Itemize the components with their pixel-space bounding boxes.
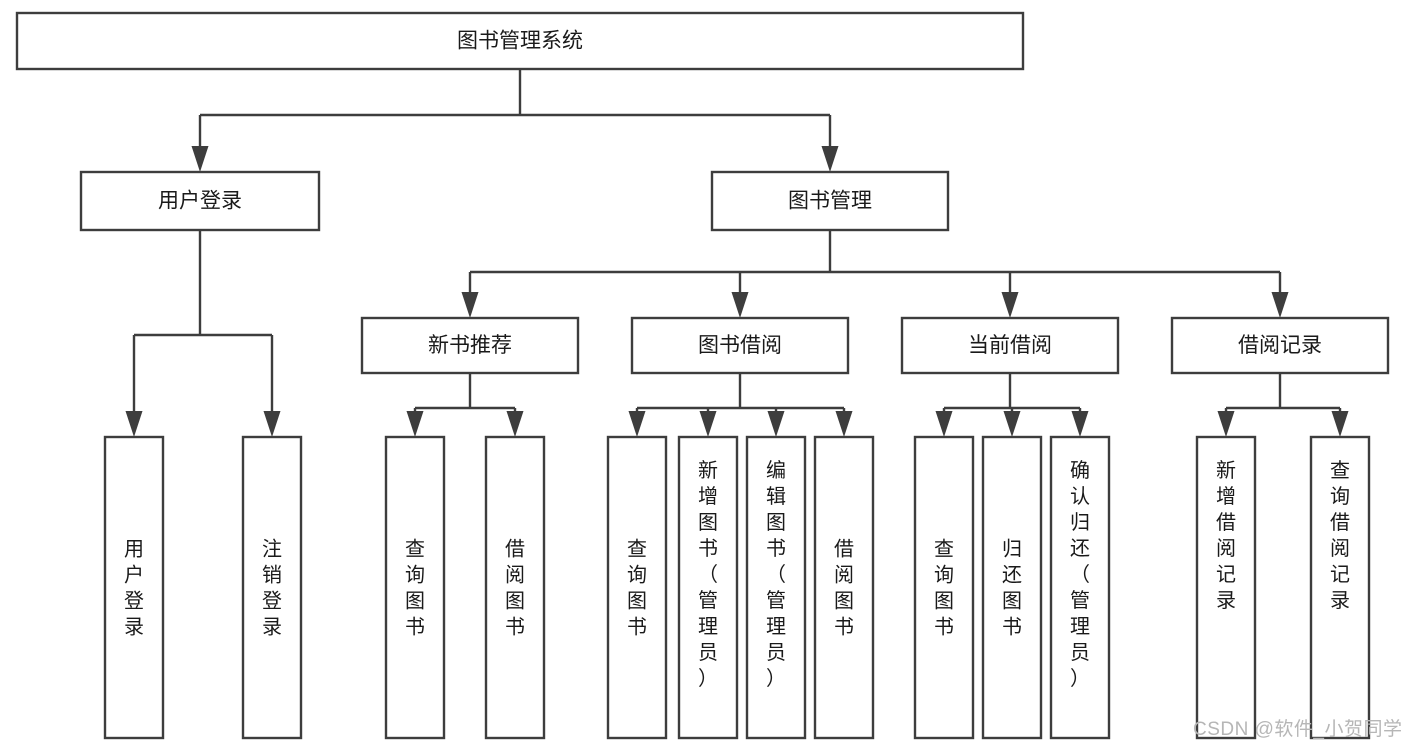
node-box-leaf-query-book-3[interactable]: [913, 435, 975, 740]
node-label-current-borrow: 当前借阅: [968, 334, 1052, 357]
arrow-head: [461, 292, 479, 318]
arrow-head: [1003, 411, 1021, 437]
node-label-leaf-edit-book: 编辑图书（管理员）: [766, 459, 786, 690]
node-leaf-query-book-2[interactable]: 查询图书: [606, 435, 668, 740]
node-user-login[interactable]: 用户登录: [79, 170, 321, 232]
node-box-book-borrow[interactable]: [630, 316, 850, 375]
arrow-head: [406, 411, 424, 437]
connector-bus-book-management: [461, 230, 1289, 318]
node-box-leaf-add-book[interactable]: [677, 435, 739, 740]
connector-bus-user-login: [125, 230, 281, 437]
csdn-watermark: CSDN @软件_小贺同学: [1193, 719, 1403, 740]
connector-bus-root: [191, 69, 839, 172]
node-label-leaf-borrow-book-1: 借阅图书: [505, 538, 525, 639]
node-label-leaf-borrow-book-2: 借阅图书: [834, 538, 854, 639]
node-leaf-confirm-return[interactable]: 确认归还（管理员）: [1049, 435, 1111, 740]
node-box-borrow-record[interactable]: [1170, 316, 1390, 375]
node-label-leaf-add-record: 新增借阅记录: [1216, 459, 1236, 612]
node-box-user-login[interactable]: [79, 170, 321, 232]
node-box-leaf-query-book-2[interactable]: [606, 435, 668, 740]
connector-bus-new-book: [406, 373, 524, 437]
node-label-leaf-confirm-return: 确认归还（管理员）: [1070, 459, 1090, 690]
connector-bus-current-borrow: [935, 373, 1089, 437]
node-box-leaf-logout[interactable]: [241, 435, 303, 740]
node-box-leaf-confirm-return[interactable]: [1049, 435, 1111, 740]
arrow-head: [506, 411, 524, 437]
node-label-new-book-recommend: 新书推荐: [428, 334, 512, 357]
connector-bus-borrow-record: [1217, 373, 1349, 437]
node-current-borrow[interactable]: 当前借阅: [900, 316, 1120, 375]
node-leaf-borrow-book-2[interactable]: 借阅图书: [813, 435, 875, 740]
node-borrow-record[interactable]: 借阅记录: [1170, 316, 1390, 375]
node-box-book-management[interactable]: [710, 170, 950, 232]
arrow-head: [699, 411, 717, 437]
node-box-root[interactable]: [15, 11, 1025, 71]
node-label-leaf-query-book-1: 查询图书: [405, 538, 425, 639]
arrow-head: [1071, 411, 1089, 437]
node-label-leaf-query-book-3: 查询图书: [934, 538, 954, 639]
node-book-management[interactable]: 图书管理: [710, 170, 950, 232]
node-box-leaf-query-record[interactable]: [1309, 435, 1371, 740]
node-label-leaf-user-login: 用户登录: [124, 539, 144, 639]
node-label-leaf-return-book: 归还图书: [1002, 538, 1022, 639]
node-box-current-borrow[interactable]: [900, 316, 1120, 375]
node-box-leaf-user-login[interactable]: [103, 435, 165, 740]
node-leaf-logout[interactable]: 注销登录: [241, 435, 303, 740]
node-label-leaf-add-book: 新增图书（管理员）: [698, 459, 718, 690]
node-leaf-return-book[interactable]: 归还图书: [981, 435, 1043, 740]
node-box-leaf-return-book[interactable]: [981, 435, 1043, 740]
node-box-new-book-recommend[interactable]: [360, 316, 580, 375]
arrow-head: [935, 411, 953, 437]
connector-bus-book-borrow: [628, 373, 853, 437]
node-root[interactable]: 图书管理系统: [15, 11, 1025, 71]
node-leaf-add-record[interactable]: 新增借阅记录: [1195, 435, 1257, 740]
arrow-head: [767, 411, 785, 437]
node-new-book-recommend[interactable]: 新书推荐: [360, 316, 580, 375]
node-book-borrow[interactable]: 图书借阅: [630, 316, 850, 375]
node-box-leaf-borrow-book-1[interactable]: [484, 435, 546, 740]
connectors-layer: [125, 69, 1349, 437]
node-label-user-login: 用户登录: [158, 190, 242, 213]
node-box-leaf-edit-book[interactable]: [745, 435, 807, 740]
node-leaf-query-book-1[interactable]: 查询图书: [384, 435, 446, 740]
node-box-leaf-add-record[interactable]: [1195, 435, 1257, 740]
node-label-leaf-logout: 注销登录: [262, 538, 282, 639]
node-label-root: 图书管理系统: [457, 30, 583, 53]
arrow-head: [731, 292, 749, 318]
node-leaf-borrow-book-1[interactable]: 借阅图书: [484, 435, 546, 740]
node-leaf-query-record[interactable]: 查询借阅记录: [1309, 435, 1371, 740]
node-label-book-management: 图书管理: [788, 190, 872, 213]
node-leaf-user-login[interactable]: 用户登录: [103, 435, 165, 740]
arrow-head: [628, 411, 646, 437]
node-label-leaf-query-record: 查询借阅记录: [1330, 459, 1350, 612]
node-box-leaf-borrow-book-2[interactable]: [813, 435, 875, 740]
arrow-head: [1001, 292, 1019, 318]
node-label-leaf-query-book-2: 查询图书: [627, 538, 647, 639]
arrow-head: [191, 146, 209, 172]
node-leaf-add-book[interactable]: 新增图书（管理员）: [677, 435, 739, 740]
arrow-head: [835, 411, 853, 437]
node-box-leaf-query-book-1[interactable]: [384, 435, 446, 740]
arrow-head: [1217, 411, 1235, 437]
node-leaf-query-book-3[interactable]: 查询图书: [913, 435, 975, 740]
arrow-head: [1331, 411, 1349, 437]
nodes-layer: 图书管理系统用户登录图书管理新书推荐图书借阅当前借阅借阅记录用户登录注销登录查询…: [15, 11, 1390, 740]
arrow-head: [821, 146, 839, 172]
arrow-head: [263, 411, 281, 437]
node-label-borrow-record: 借阅记录: [1238, 334, 1322, 357]
node-label-book-borrow: 图书借阅: [698, 334, 782, 357]
arrow-head: [1271, 292, 1289, 318]
node-leaf-edit-book[interactable]: 编辑图书（管理员）: [745, 435, 807, 740]
arrow-head: [125, 411, 143, 437]
